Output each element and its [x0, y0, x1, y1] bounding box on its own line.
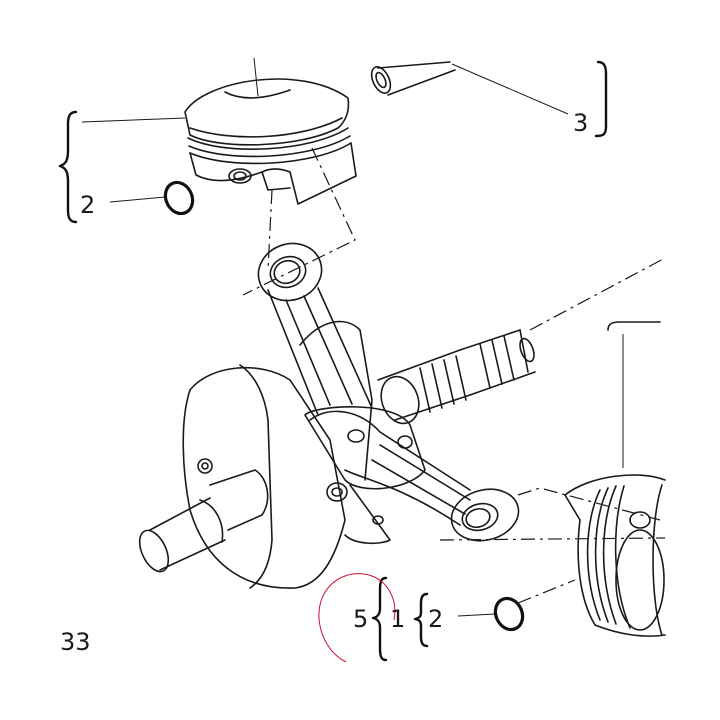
center-lines: [242, 147, 666, 604]
snap-ring-top: [163, 180, 195, 216]
brace-bottom-1: [413, 592, 429, 648]
callout-3: 3: [573, 109, 588, 137]
page-number: 33: [60, 628, 91, 656]
connecting-rod-upper: [257, 242, 426, 490]
piston-right: [564, 474, 666, 637]
callout-1: 1: [390, 605, 405, 633]
callout-2-top: 2: [80, 191, 95, 219]
crankshaft: [138, 320, 536, 589]
annotation-circle: [318, 573, 396, 663]
callout-2-bottom: 2: [428, 605, 443, 633]
connecting-rod-lower: [309, 410, 520, 542]
piston-top: [184, 78, 357, 205]
callout-5: 5: [353, 605, 368, 633]
brace-right-pin: [594, 60, 608, 138]
brace-left-assembly: [58, 110, 78, 224]
snap-ring-bottom: [493, 596, 525, 632]
leader-lines: [81, 57, 661, 617]
brace-bottom-5: [371, 576, 388, 662]
piston-pin: [370, 61, 456, 96]
